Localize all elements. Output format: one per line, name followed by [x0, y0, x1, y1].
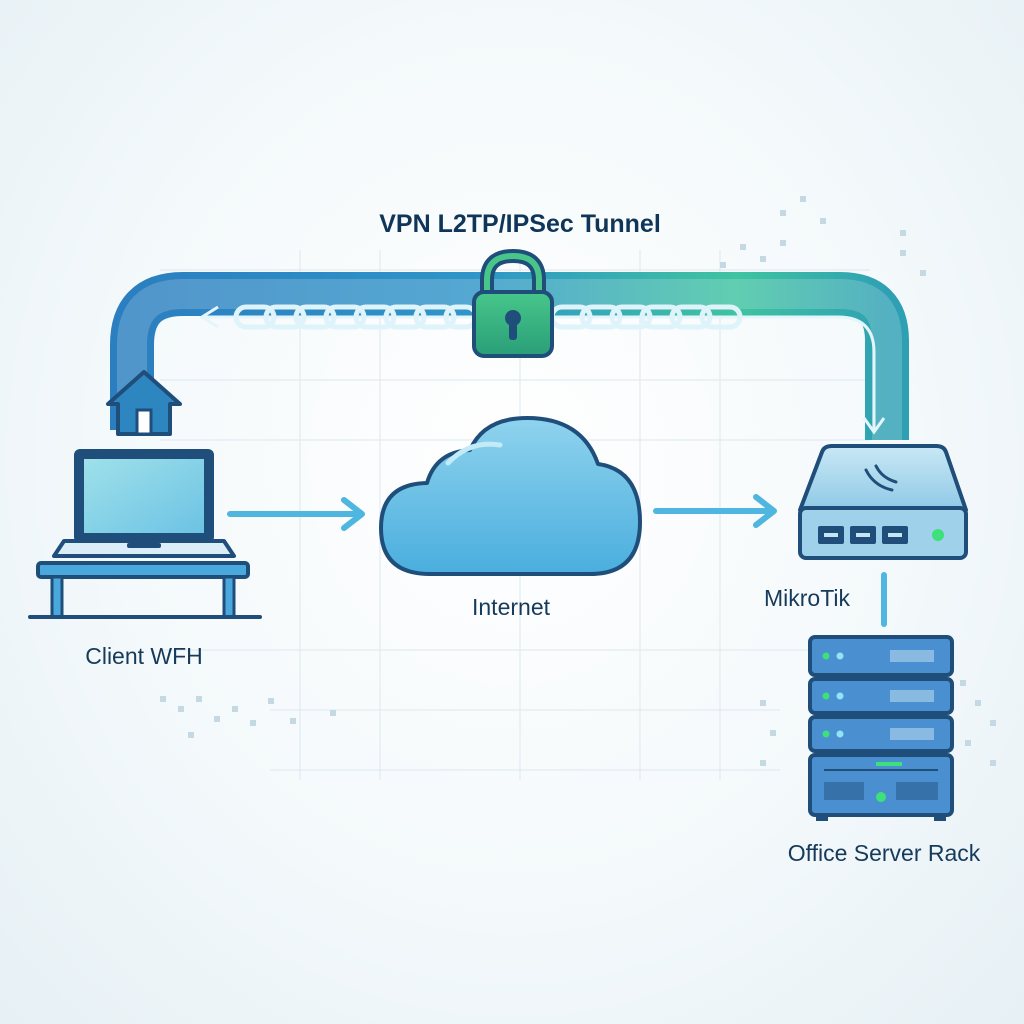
rack-unit: [808, 677, 954, 715]
tunnel-down-arrowhead: [862, 417, 886, 435]
router-icon: [798, 444, 968, 560]
desk-icon: [28, 561, 262, 619]
decorative-dots: [160, 196, 996, 766]
server-rack-icon: [808, 635, 954, 821]
cloud-icon: [379, 416, 642, 576]
tunnel-left-arrowhead: [199, 305, 219, 329]
router-status-led: [932, 529, 944, 541]
client-label: Client WFH: [85, 643, 203, 669]
diagram-title: VPN L2TP/IPSec Tunnel: [379, 210, 661, 238]
chain-links: [233, 304, 743, 330]
laptop-icon: [52, 449, 236, 558]
rack-unit: [808, 635, 954, 677]
router-label: MikroTik: [763, 585, 851, 611]
house-icon: [106, 370, 182, 436]
server-rack-label: Office Server Rack: [787, 840, 981, 866]
lock-icon: [472, 248, 554, 358]
internet-label: Internet: [472, 594, 550, 620]
rack-unit: [808, 715, 954, 753]
flow-arrows: [227, 494, 777, 531]
